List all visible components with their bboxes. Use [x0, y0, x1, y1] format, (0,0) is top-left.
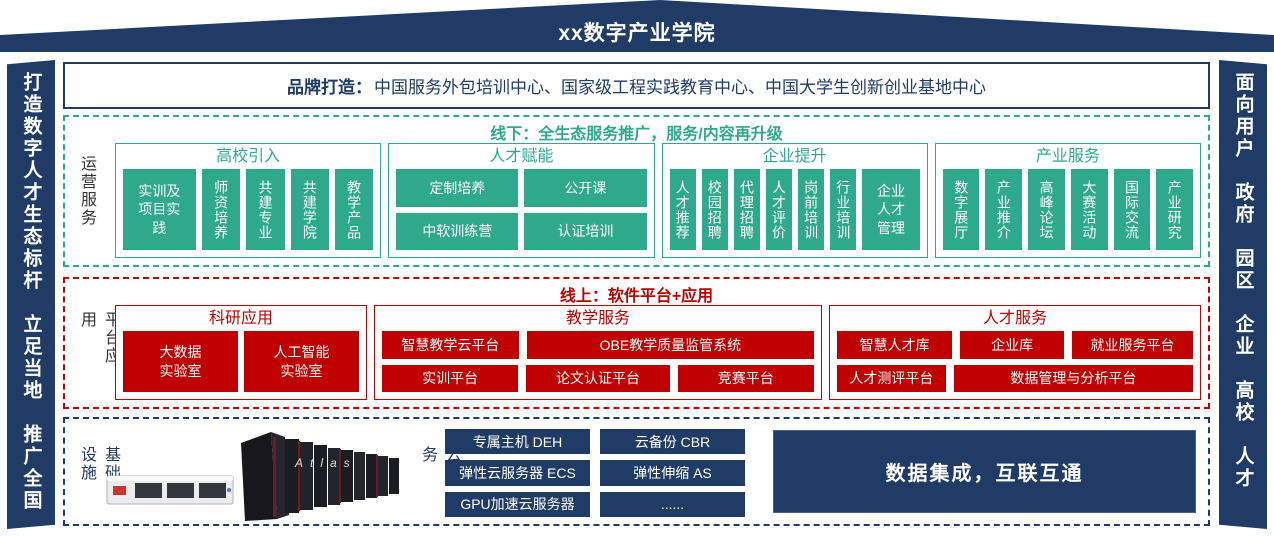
operations-header: 线下：全生态服务推广，服务/内容再升级: [490, 126, 783, 143]
atlas-label: Atlas: [294, 456, 357, 470]
group-title: 企业提升: [762, 148, 827, 165]
group-industry-service: 产业服务 数字展厅 产业推介 高峰论坛 大赛活动 国际交流 产业研究: [934, 143, 1201, 258]
tile: 认证培训: [524, 212, 647, 250]
cloud-service-item: 云备份 CBR: [600, 429, 745, 455]
tile: 大数据实验室: [123, 331, 238, 392]
tile: 师资培养: [201, 169, 241, 250]
tile: 智慧人才库: [837, 331, 953, 359]
left-pillar-text: 打造数字人才生态标杆 立足当地 推广全国: [20, 72, 42, 512]
tile: 国际交流: [1113, 169, 1151, 250]
tile: 产业推介: [985, 169, 1023, 250]
tile: 数字展厅: [942, 169, 980, 250]
group-title: 高校引入: [216, 148, 281, 165]
tile: 共建学院: [290, 169, 329, 250]
operations-groups: 高校引入 实训及项目实践 师资培养 共建专业 共建学院 教学产品 人才赋能 定制…: [115, 143, 1201, 258]
group-teaching-service: 教学服务 智慧教学云平台 OBE教学质量监管系统 实训平台 论文认证平台 竞赛平…: [374, 305, 822, 400]
tile: 大赛活动: [1070, 169, 1108, 250]
tile: 实训平台: [382, 364, 519, 392]
platform-side-label: 平台应用: [78, 311, 119, 365]
page-title: xx数字产业学院: [558, 22, 716, 45]
infrastructure-side-label: 基础设施: [78, 445, 119, 482]
group-talent-service: 人才服务 智慧人才库 企业库 就业服务平台 人才测评平台 数据管理与分析平台: [829, 305, 1201, 400]
cloud-services: 专属主机 DEH 云备份 CBR 弹性云服务器 ECS 弹性伸缩 AS GPU加…: [445, 429, 745, 517]
tile: 校园招聘: [701, 169, 728, 250]
section-operations: 运营服务 线下：全生态服务推广，服务/内容再升级 高校引入 实训及项目实践 师资…: [63, 115, 1210, 267]
group-title: 教学服务: [565, 310, 630, 327]
group-title: 产业服务: [1035, 148, 1100, 165]
group-title: 人才赋能: [489, 148, 554, 165]
brand-label: 品牌打造：: [287, 78, 372, 97]
tile: 岗前培训: [798, 169, 825, 250]
tile: 高峰论坛: [1028, 169, 1065, 250]
tile: 中软训练营: [396, 212, 519, 250]
brand-content: 中国服务外包培训中心、国家级工程实践教育中心、中国大学生创新创业基地中心: [374, 78, 986, 97]
cloud-service-item: GPU加速云服务器: [445, 491, 590, 517]
tile: 公开课: [524, 169, 647, 207]
tile: 人工智能实验室: [244, 331, 359, 392]
section-platform: 平台应用 线上：软件平台+应用 科研应用 大数据实验室 人工智能实验室 教学服务…: [63, 277, 1210, 409]
tile: 实训及项目实践: [123, 169, 196, 250]
tile: 智慧教学云平台: [382, 331, 519, 359]
cloud-service-item: 弹性伸缩 AS: [600, 460, 745, 486]
cloud-service-item: ......: [600, 491, 745, 517]
section-infrastructure: 基础设施 Atlas 云服: [63, 417, 1210, 526]
atlas-server-image: Atlas: [241, 432, 399, 521]
tile: 人才推荐: [669, 169, 696, 250]
group-research-apps: 科研应用 大数据实验室 人工智能实验室: [115, 305, 367, 400]
right-pillar-text: 面向用户 政府 园区 企业 高校 人才: [1232, 72, 1254, 490]
tile: 竞赛平台: [677, 364, 814, 392]
storage-server-image: [106, 475, 234, 505]
group-university-intro: 高校引入 实训及项目实践 师资培养 共建专业 共建学院 教学产品: [115, 143, 382, 258]
tile: 教学产品: [334, 169, 374, 250]
brand-banner: 品牌打造： 中国服务外包培训中心、国家级工程实践教育中心、中国大学生创新创业基地…: [63, 62, 1210, 109]
tile: OBE教学质量监管系统: [526, 331, 814, 359]
tile: 产业研究: [1156, 169, 1193, 250]
cloud-service-item: 弹性云服务器 ECS: [445, 460, 590, 486]
tile: 企业人才管理: [862, 169, 920, 250]
group-title: 人才服务: [982, 310, 1047, 327]
group-talent-enable: 人才赋能 定制培养 公开课 中软训练营 认证培训: [388, 143, 655, 258]
tile: 共建专业: [246, 169, 285, 250]
tile: 代理招聘: [733, 169, 760, 250]
tile: 定制培养: [396, 169, 519, 207]
platform-header: 线上：软件平台+应用: [559, 288, 714, 305]
tile: 企业库: [960, 331, 1064, 359]
operations-side-label: 运营服务: [78, 155, 95, 227]
tile: 人才评价: [765, 169, 792, 250]
cloud-service-item: 专属主机 DEH: [445, 429, 590, 455]
group-enterprise-upgrade: 企业提升 人才推荐 校园招聘 代理招聘 人才评价 岗前培训 行业培训 企业人才管…: [661, 143, 928, 258]
tile: 人才测评平台: [837, 364, 946, 392]
tile: 数据管理与分析平台: [953, 364, 1193, 392]
platform-groups: 科研应用 大数据实验室 人工智能实验室 教学服务 智慧教学云平台 OBE教学质量…: [115, 305, 1201, 400]
tile: 论文认证平台: [526, 364, 670, 392]
group-title: 科研应用: [208, 310, 273, 327]
banner-shape: [0, 0, 1274, 52]
tile: 行业培训: [830, 169, 857, 250]
tile: 就业服务平台: [1071, 331, 1193, 359]
left-pillar: 打造数字人才生态标杆 立足当地 推广全国: [7, 60, 55, 529]
data-integration-banner: 数据集成，互联互通: [773, 430, 1196, 513]
right-pillar: 面向用户 政府 园区 企业 高校 人才: [1219, 60, 1267, 529]
